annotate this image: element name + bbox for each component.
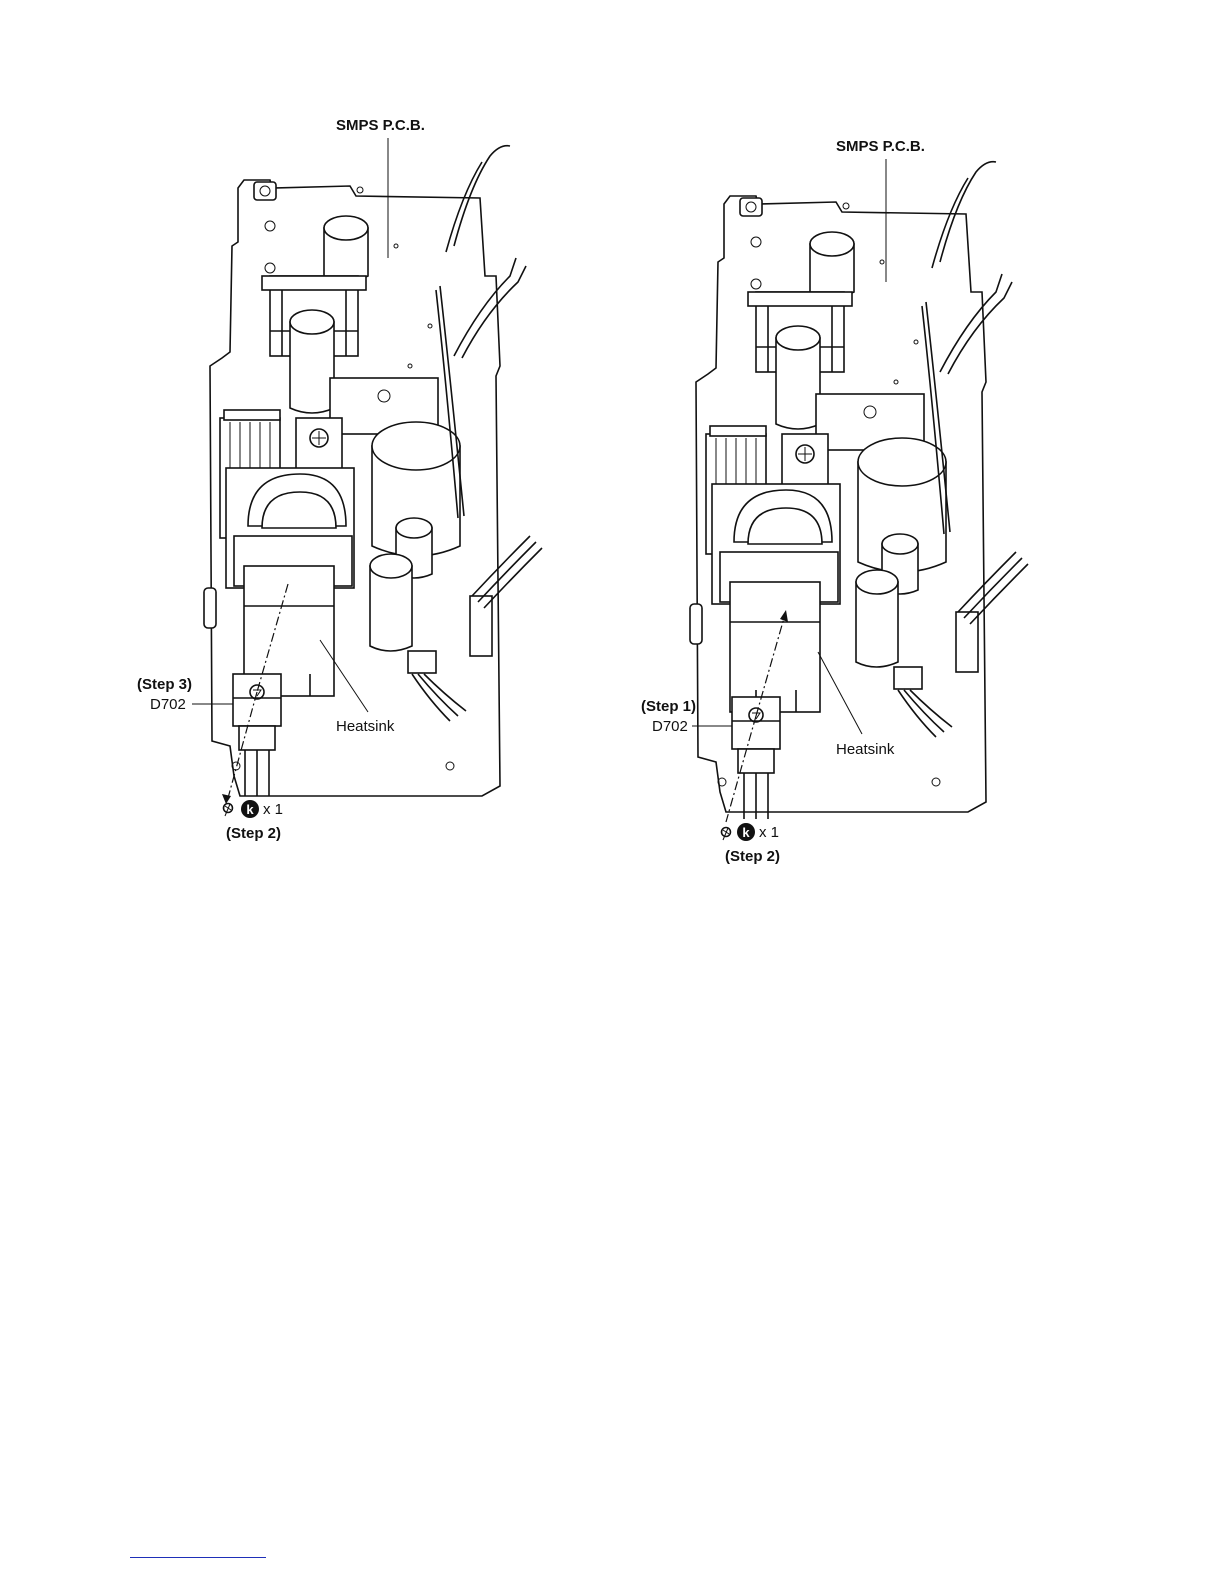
step-part-label: (Step 3) xyxy=(137,676,192,693)
step-part-label: (Step 1) xyxy=(641,698,696,715)
screw-qty: x 1 xyxy=(759,824,779,841)
screw-badge-letter: k xyxy=(742,825,750,840)
step-screw-label: (Step 2) xyxy=(725,848,780,865)
screw-icon xyxy=(224,804,233,817)
heatsink-label: Heatsink xyxy=(836,741,895,758)
pcb-label: SMPS P.C.B. xyxy=(836,138,925,155)
heatsink-label: Heatsink xyxy=(336,718,395,735)
component-label: D702 xyxy=(652,718,688,735)
footer-rule xyxy=(130,1557,266,1558)
component-label: D702 xyxy=(150,696,186,713)
figure-right: SMPS P.C.B. Heatsink (Step 1) D702 k x 1… xyxy=(641,138,1028,865)
screw-icon xyxy=(722,828,731,841)
pcb-label: SMPS P.C.B. xyxy=(336,117,425,134)
figure-left: SMPS P.C.B. Heatsink (Step 3) D702 k x 1… xyxy=(137,117,542,842)
step-screw-label: (Step 2) xyxy=(226,825,281,842)
screw-badge-letter: k xyxy=(246,802,254,817)
screw-qty: x 1 xyxy=(263,801,283,818)
